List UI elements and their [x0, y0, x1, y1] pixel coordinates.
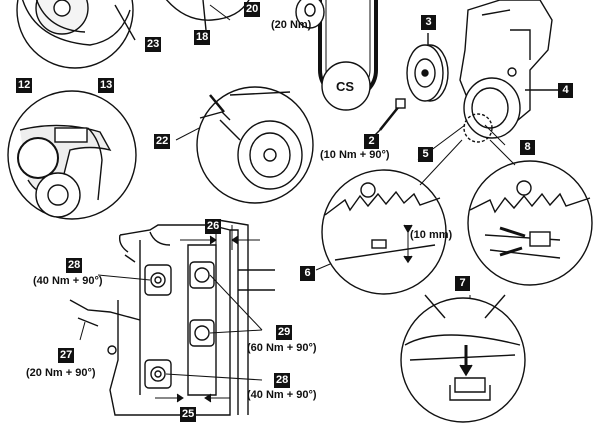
dimension-label-10mm: (10 mm) [410, 229, 453, 241]
callout-23: 23 [145, 37, 162, 52]
torque-label-2: (10 Nm + 90°) [320, 149, 390, 161]
callout-13: 13 [98, 78, 115, 93]
callout-25: 25 [180, 407, 197, 422]
callout-29: 29 [276, 325, 293, 340]
pulley-3 [406, 33, 449, 102]
detail-circle-5 [321, 169, 447, 295]
idler-20 [295, 0, 325, 29]
marker-circle [463, 113, 493, 143]
callout-12: 12 [16, 78, 33, 93]
callout-5: 5 [418, 147, 433, 162]
crankshaft-label: CS [336, 79, 355, 94]
callout-26: 26 [205, 219, 222, 234]
detail-circle-23 [16, 0, 136, 69]
callout-3: 3 [421, 15, 436, 30]
leader-lines-3 [79, 274, 263, 381]
engine-block [69, 219, 275, 416]
callout-28-lower: 28 [274, 373, 291, 388]
torque-label-29: (60 Nm + 90°) [247, 342, 317, 354]
callout-22: 22 [154, 134, 171, 149]
detail-circle-22 [196, 86, 314, 204]
callout-20: 20 [244, 2, 261, 17]
callout-18: 18 [194, 30, 211, 45]
callout-28-upper: 28 [66, 258, 83, 273]
torque-label-20nm: (20 Nm) [271, 19, 312, 31]
leader-lines-2 [419, 139, 516, 186]
camshaft-housing-4 [459, 0, 560, 139]
detail-circle-12 [7, 90, 137, 220]
callout-8: 8 [520, 140, 535, 155]
torque-label-27: (20 Nm + 90°) [26, 367, 96, 379]
crankshaft-pulley [318, 0, 378, 111]
detail-circle-7 [400, 294, 526, 423]
callout-4: 4 [558, 83, 573, 98]
torque-label-28-upper: (40 Nm + 90°) [33, 275, 103, 287]
callout-7: 7 [455, 276, 470, 291]
dimension-25 [155, 393, 230, 403]
torque-label-28-lower: (40 Nm + 90°) [247, 389, 317, 401]
detail-circle-18 [165, 0, 250, 31]
bolt-2 [371, 98, 406, 139]
callout-6: 6 [300, 266, 315, 281]
dimension-26 [180, 225, 260, 250]
callout-27: 27 [58, 348, 75, 363]
detail-circle-8 [467, 160, 593, 286]
callout-2: 2 [364, 134, 379, 149]
